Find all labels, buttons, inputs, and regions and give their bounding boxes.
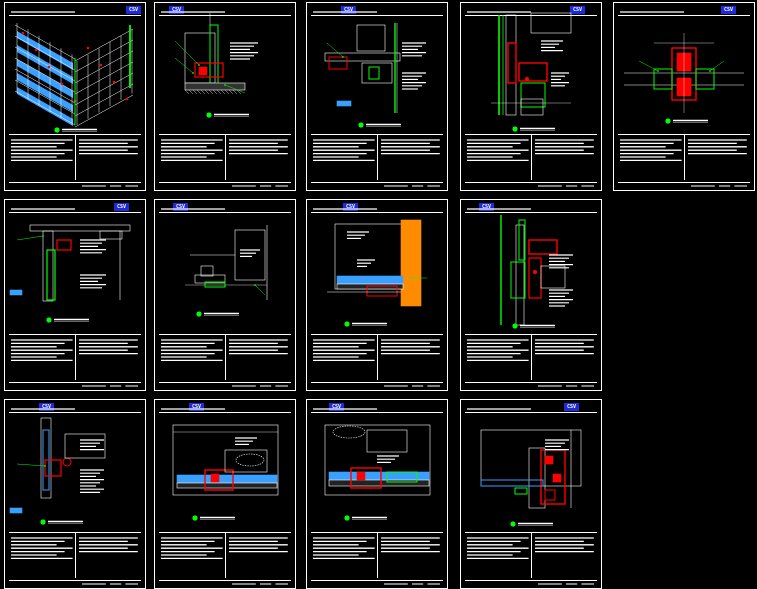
drawing-sheet-iso: CSV bbox=[4, 2, 146, 191]
sheet-header-rule bbox=[159, 212, 291, 213]
detail-drawing bbox=[9, 208, 138, 387]
sheet-header-rule bbox=[311, 412, 443, 413]
title-block-divider bbox=[75, 134, 76, 180]
detail-drawing bbox=[161, 208, 288, 387]
sheet-footer-rule bbox=[159, 382, 291, 383]
detail-drawing bbox=[313, 408, 440, 585]
sheet-footer-rule bbox=[618, 182, 750, 183]
sheet-header-rule bbox=[465, 212, 597, 213]
company-logo: CSV bbox=[39, 403, 54, 411]
detail-drawing bbox=[467, 408, 594, 585]
sheet-footer-rule bbox=[465, 182, 597, 183]
drawing-sheet-jamb-insulated: CSV bbox=[306, 199, 448, 391]
title-block-divider bbox=[684, 134, 685, 180]
company-logo: CSV bbox=[126, 6, 141, 14]
company-logo: CSV bbox=[114, 203, 129, 211]
detail-drawing bbox=[11, 11, 138, 187]
sheet-header-rule bbox=[159, 15, 291, 16]
sheet-footer-rule bbox=[311, 382, 443, 383]
drawing-sheet-sill-profile: CSV bbox=[460, 199, 602, 391]
sheet-footer-rule bbox=[465, 382, 597, 383]
detail-drawing bbox=[161, 11, 288, 187]
drawing-sheet-corner-mullion: CSV bbox=[460, 399, 602, 589]
title-block-divider bbox=[75, 532, 76, 578]
drawing-sheet-horizontal-joint-insulated: CSV bbox=[306, 399, 448, 589]
sheet-header-rule bbox=[618, 15, 750, 16]
title-block-divider bbox=[225, 334, 226, 380]
title-block-divider bbox=[531, 134, 532, 180]
title-block-divider bbox=[75, 334, 76, 380]
title-block-divider bbox=[377, 532, 378, 578]
sheet-header-rule bbox=[159, 412, 291, 413]
company-logo: CSV bbox=[173, 203, 188, 211]
sheet-footer-rule bbox=[9, 182, 141, 183]
drawing-sheet-slab-edge: CSV bbox=[4, 399, 146, 589]
drawing-sheet-mullion-plan: CSV bbox=[613, 2, 755, 191]
detail-drawing bbox=[161, 408, 288, 585]
sheet-header-rule bbox=[9, 15, 141, 16]
sheet-footer-rule bbox=[9, 580, 141, 581]
drawing-sheet-base-detail: CSV bbox=[154, 2, 296, 191]
drawing-sheet-transom-profile: CSV bbox=[460, 2, 602, 191]
drawing-sheet-stack-joint: CSV bbox=[306, 2, 448, 191]
company-logo: CSV bbox=[169, 6, 184, 14]
drawing-sheet-corner-plan: CSV bbox=[154, 199, 296, 391]
detail-drawing bbox=[467, 11, 594, 187]
company-logo: CSV bbox=[189, 403, 204, 411]
company-logo: CSV bbox=[564, 403, 579, 411]
drawing-sheet-head-section: CSV bbox=[4, 199, 146, 391]
detail-drawing bbox=[313, 11, 440, 187]
sheet-header-rule bbox=[465, 412, 597, 413]
company-logo: CSV bbox=[329, 403, 344, 411]
sheet-header-rule bbox=[311, 212, 443, 213]
sheet-header-rule bbox=[9, 212, 141, 213]
company-logo: CSV bbox=[570, 6, 585, 14]
title-block-divider bbox=[377, 134, 378, 180]
detail-drawing bbox=[620, 11, 747, 187]
sheet-footer-rule bbox=[465, 580, 597, 581]
sheet-header-rule bbox=[311, 15, 443, 16]
title-block-divider bbox=[225, 532, 226, 578]
company-logo: CSV bbox=[343, 203, 358, 211]
title-block-divider bbox=[531, 532, 532, 578]
company-logo: CSV bbox=[721, 6, 736, 14]
detail-drawing bbox=[313, 208, 440, 387]
company-logo: CSV bbox=[341, 6, 356, 14]
sheet-footer-rule bbox=[159, 182, 291, 183]
title-block-divider bbox=[225, 134, 226, 180]
drawing-sheet-horizontal-joint: CSV bbox=[154, 399, 296, 589]
sheet-header-rule bbox=[9, 412, 141, 413]
detail-drawing bbox=[467, 208, 594, 387]
title-block-divider bbox=[531, 334, 532, 380]
sheet-footer-rule bbox=[9, 382, 141, 383]
company-logo: CSV bbox=[479, 203, 494, 211]
sheet-footer-rule bbox=[159, 580, 291, 581]
sheet-footer-rule bbox=[311, 580, 443, 581]
title-block-divider bbox=[377, 334, 378, 380]
sheet-footer-rule bbox=[311, 182, 443, 183]
detail-drawing bbox=[9, 408, 138, 585]
